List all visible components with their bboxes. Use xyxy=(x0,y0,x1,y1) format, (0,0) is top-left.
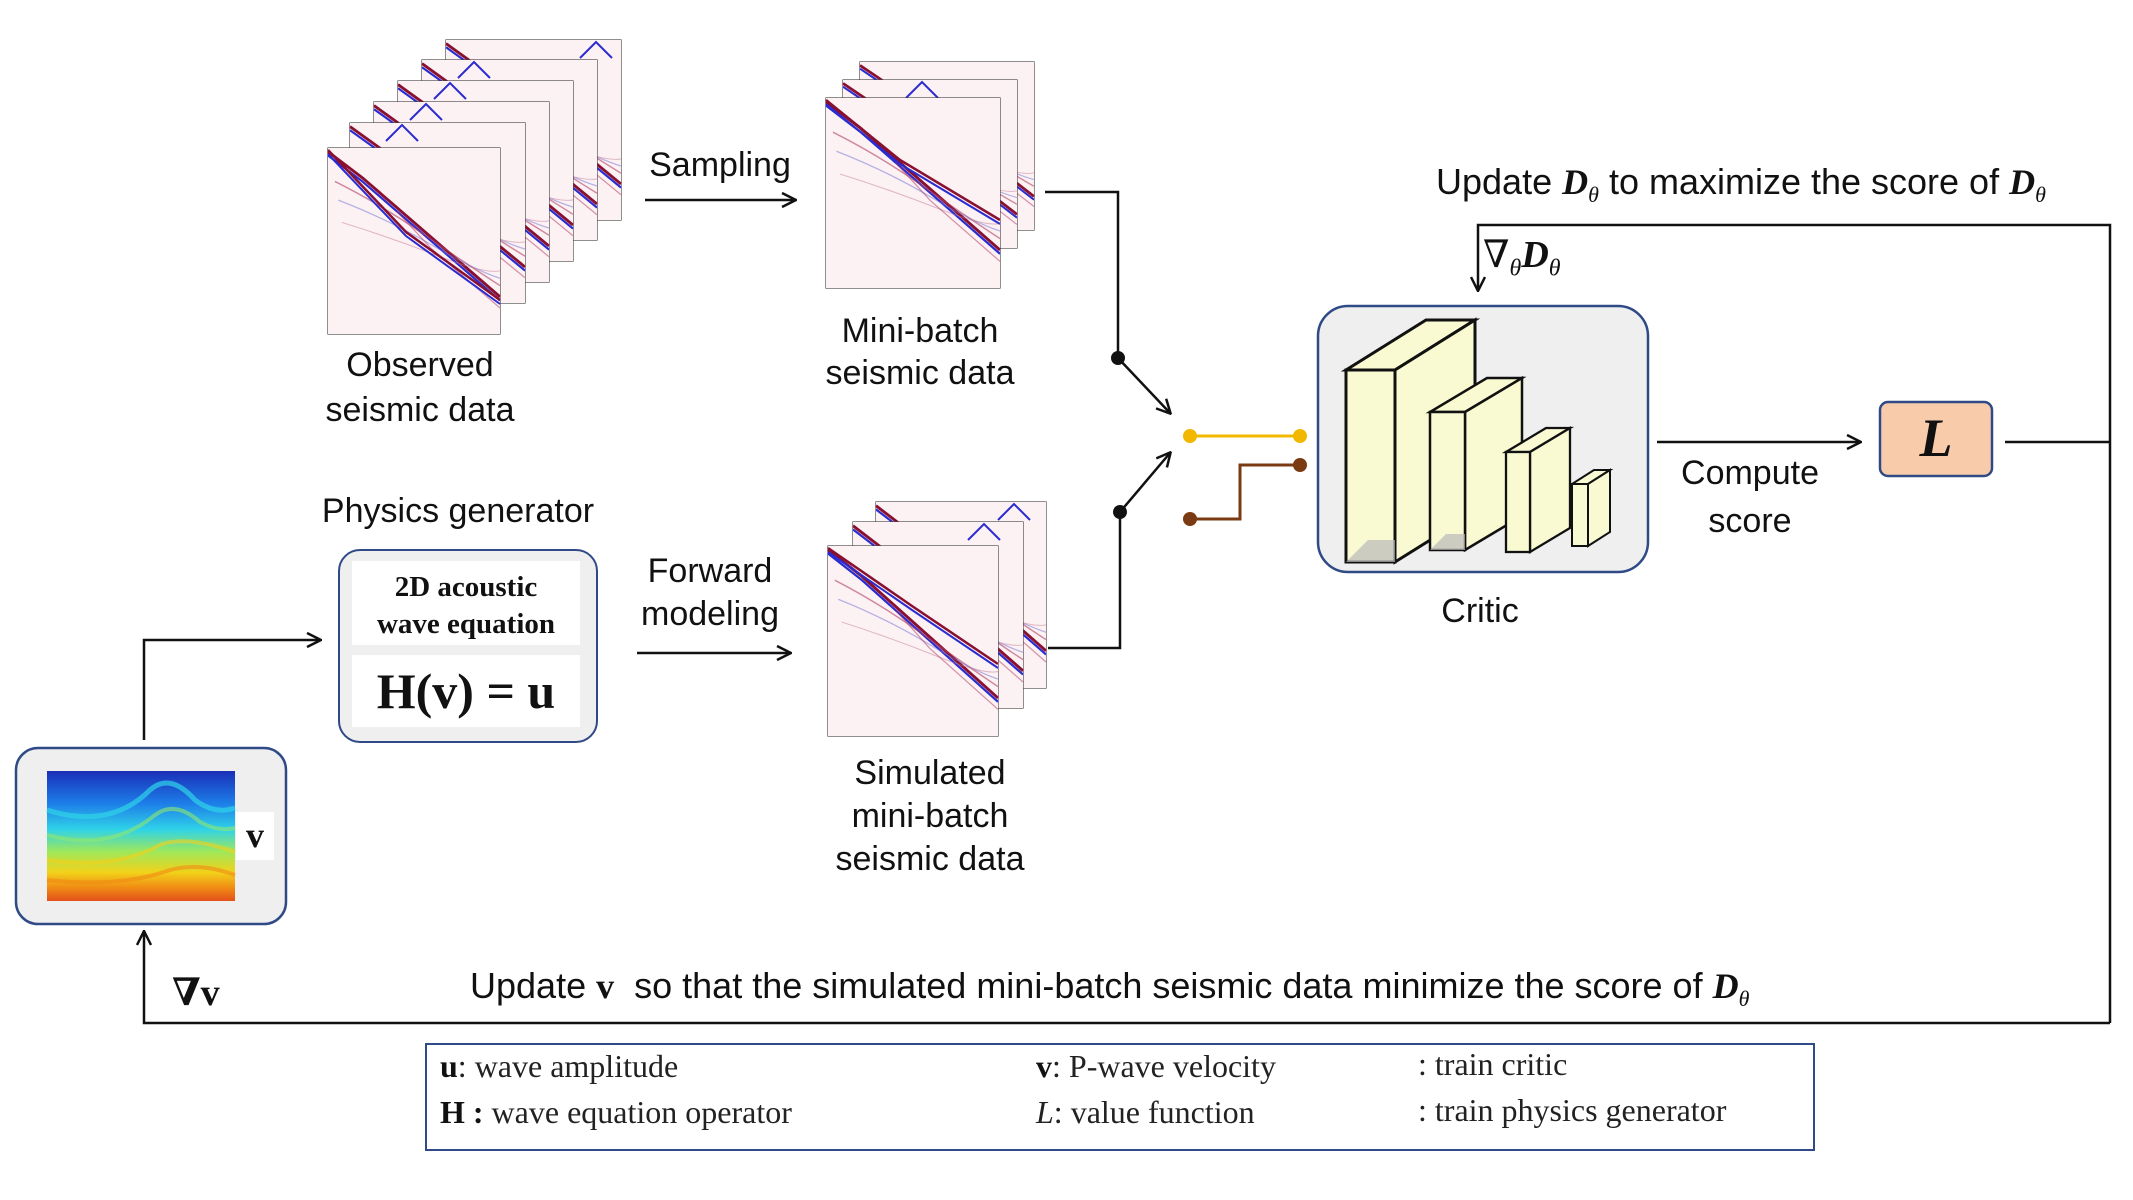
legend-H: H : wave equation operator xyxy=(440,1094,792,1130)
legend-train-critic: : train critic xyxy=(1418,1046,1568,1082)
minibatch-label-line1: Mini-batch xyxy=(841,312,999,350)
simulated-label-line2: mini-batch xyxy=(851,797,1009,835)
update-critic-loop xyxy=(1478,223,2112,1023)
physics-generator-heading: Physics generator xyxy=(321,492,595,530)
data-switch xyxy=(1045,190,1307,650)
physics-generator-equation-bg xyxy=(352,655,580,727)
observed-label-line1: Observed xyxy=(346,346,494,384)
physics-generator-equation: H(v) = u xyxy=(376,663,556,719)
observed-seismic-stack xyxy=(326,38,623,336)
gradient-critic-label: ∇θDθ xyxy=(1483,234,1561,282)
loss-symbol: L xyxy=(1919,408,1953,468)
update-critic-caption: Update Dθ to maximize the score of Dθ xyxy=(1436,161,2046,208)
simulated-seismic-stack xyxy=(826,500,1048,738)
pg-title-line2: wave equation xyxy=(376,608,556,640)
forward-label-line1: Forward xyxy=(647,552,773,590)
simulated-label-line1: Simulated xyxy=(854,754,1006,792)
compute-label-line1: Compute xyxy=(1681,454,1819,492)
velocity-v-label: v xyxy=(246,815,264,855)
legend-u: u: wave amplitude xyxy=(440,1048,679,1084)
critic-label: Critic xyxy=(1441,592,1519,630)
loss-box xyxy=(1878,400,1994,478)
legend-train-generator: : train physics generator xyxy=(1418,1092,1727,1128)
simulated-label-line3: seismic data xyxy=(835,840,1025,878)
pg-title-line1: 2D acoustic xyxy=(394,571,538,603)
velocity-to-generator-arrow xyxy=(142,640,320,740)
v-label-bg xyxy=(236,812,274,860)
gradient-v-label: ∇v xyxy=(172,972,220,1014)
train-generator-line xyxy=(1190,463,1300,521)
physics-generator-title-bg xyxy=(352,561,580,645)
minibatch-seismic-stack xyxy=(824,60,1036,290)
update-velocity-caption: Update v so that the simulated mini-batc… xyxy=(470,965,1750,1012)
legend-L: L: value function xyxy=(1036,1094,1255,1130)
seismic-panel xyxy=(326,146,502,336)
seismic-panel xyxy=(824,96,1002,290)
critic-network xyxy=(1316,304,1650,574)
legend-box xyxy=(425,1043,1815,1151)
seismic-panel xyxy=(826,544,1000,738)
sampling-label: Sampling xyxy=(649,146,791,184)
velocity-model-image xyxy=(46,771,236,901)
forward-label-line2: modeling xyxy=(641,595,779,633)
update-velocity-loop xyxy=(144,932,2110,1025)
legend-v: v: P-wave velocity xyxy=(1036,1048,1276,1084)
compute-label-line2: score xyxy=(1708,502,1792,540)
physics-generator-title: 2D acoustic wave equation xyxy=(352,569,580,643)
observed-label-line2: seismic data xyxy=(325,391,515,429)
minibatch-label-line2: seismic data xyxy=(825,354,1015,392)
